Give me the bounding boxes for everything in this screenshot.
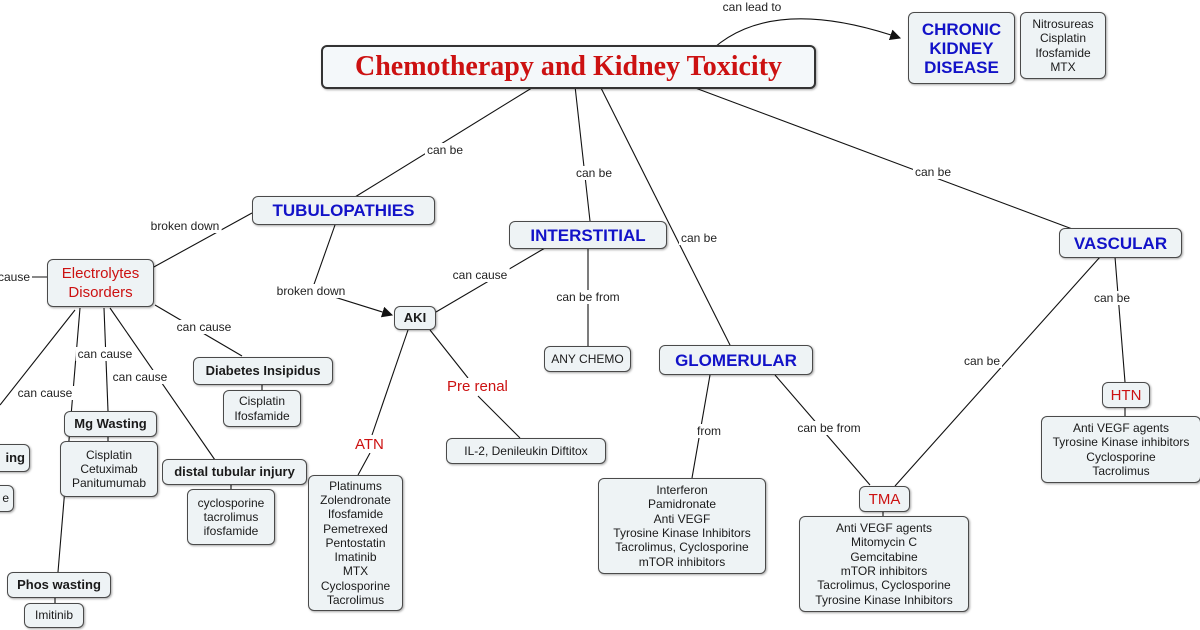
edge-title-glomerular [599, 85, 731, 346]
node-mg-agents: Cisplatin Cetuximab Panitumumab [60, 441, 158, 497]
node-htn-agents: Anti VEGF agents Tyrosine Kinase inhibit… [1041, 416, 1200, 483]
node-tma-agents: Anti VEGF agents Mitomycin C Gemcitabine… [799, 516, 969, 612]
node-pre-renal: Pre renal [447, 378, 508, 395]
edge-aki-atn [371, 329, 409, 436]
node-glomerular: GLOMERULAR [659, 345, 813, 375]
node-phos-agents: Imitinib [24, 603, 84, 628]
label-can-lead-to: can lead to [720, 0, 784, 14]
edge-atn-list [357, 452, 371, 476]
node-any-chemo: ANY CHEMO [544, 346, 631, 372]
node-distal-tubular-injury: distal tubular injury [162, 459, 307, 485]
node-pre-renal-agents: IL-2, Denileukin Diftitox [446, 438, 606, 464]
label-can-be-tma: can be [961, 354, 1003, 368]
label-can-cause-interstitial: can cause [450, 268, 510, 282]
node-mg-wasting: Mg Wasting [64, 411, 157, 437]
edge-aki-prerenal [429, 329, 469, 379]
edge-title-vascular [689, 85, 1076, 231]
label-broken-down-electrolytes: broken down [148, 219, 222, 233]
edge-prerenal-list [477, 395, 521, 439]
edge-vascular-tma [894, 256, 1101, 487]
node-tubulopathies: TUBULOPATHIES [252, 196, 435, 225]
edge-title-interstitial [574, 85, 591, 222]
edge-electrolytes-cut [0, 309, 76, 406]
label-can-be-interstitial: can be [573, 166, 615, 180]
node-distal-agents: cyclosporine tacrolimus ifosfamide [187, 489, 275, 545]
label-broken-down-aki: broken down [274, 284, 348, 298]
label-can-be-vascular: can be [912, 165, 954, 179]
label-can-cause-left: can cause [15, 386, 75, 400]
node-chronic-kidney-disease: CHRONIC KIDNEY DISEASE [908, 12, 1015, 84]
edge-vascular-htn [1114, 256, 1126, 383]
label-cause-cut: cause [0, 270, 33, 284]
label-can-be-from-tma: can be from [795, 421, 863, 435]
edge-electrolytes-distal [109, 307, 216, 461]
node-ckd-agents: Nitrosureas Cisplatin Ifosfamide MTX [1020, 12, 1106, 79]
node-di-agents: Cisplatin Ifosfamide [223, 390, 301, 427]
node-interstitial: INTERSTITIAL [509, 221, 667, 249]
label-from-glomerular: from [695, 424, 723, 438]
label-can-be-from-anychemo: can be from [554, 290, 622, 304]
edge-tubulo-aki [311, 224, 394, 318]
label-can-be-tubulo: can be [424, 143, 466, 157]
node-electrolytes-disorders: Electrolytes Disorders [47, 259, 154, 307]
node-tma: TMA [859, 486, 910, 512]
node-diabetes-insipidus: Diabetes Insipidus [193, 357, 333, 385]
label-can-be-htn: can be [1091, 291, 1133, 305]
node-atn: ATN [355, 436, 384, 453]
page-title: Chemotherapy and Kidney Toxicity [321, 45, 816, 89]
label-can-cause-distal: can cause [110, 370, 170, 384]
edge-tubulo-electrolytes [151, 212, 253, 269]
label-can-cause-di: can cause [174, 320, 234, 334]
label-can-cause-mg: can cause [75, 347, 135, 361]
label-can-be-glomerular: can be [678, 231, 720, 245]
node-vascular: VASCULAR [1059, 228, 1182, 258]
node-phos-wasting: Phos wasting [7, 572, 111, 598]
node-aki: AKI [394, 306, 436, 330]
node-cut-left: ing [0, 444, 30, 472]
node-glomerular-agents: Interferon Pamidronate Anti VEGF Tyrosin… [598, 478, 766, 574]
node-htn: HTN [1102, 382, 1150, 408]
node-cut-left-agents: e [0, 485, 14, 512]
node-atn-agents: Platinums Zolendronate Ifosfamide Pemetr… [308, 475, 403, 611]
edge-title-tubulopathies [354, 85, 536, 198]
